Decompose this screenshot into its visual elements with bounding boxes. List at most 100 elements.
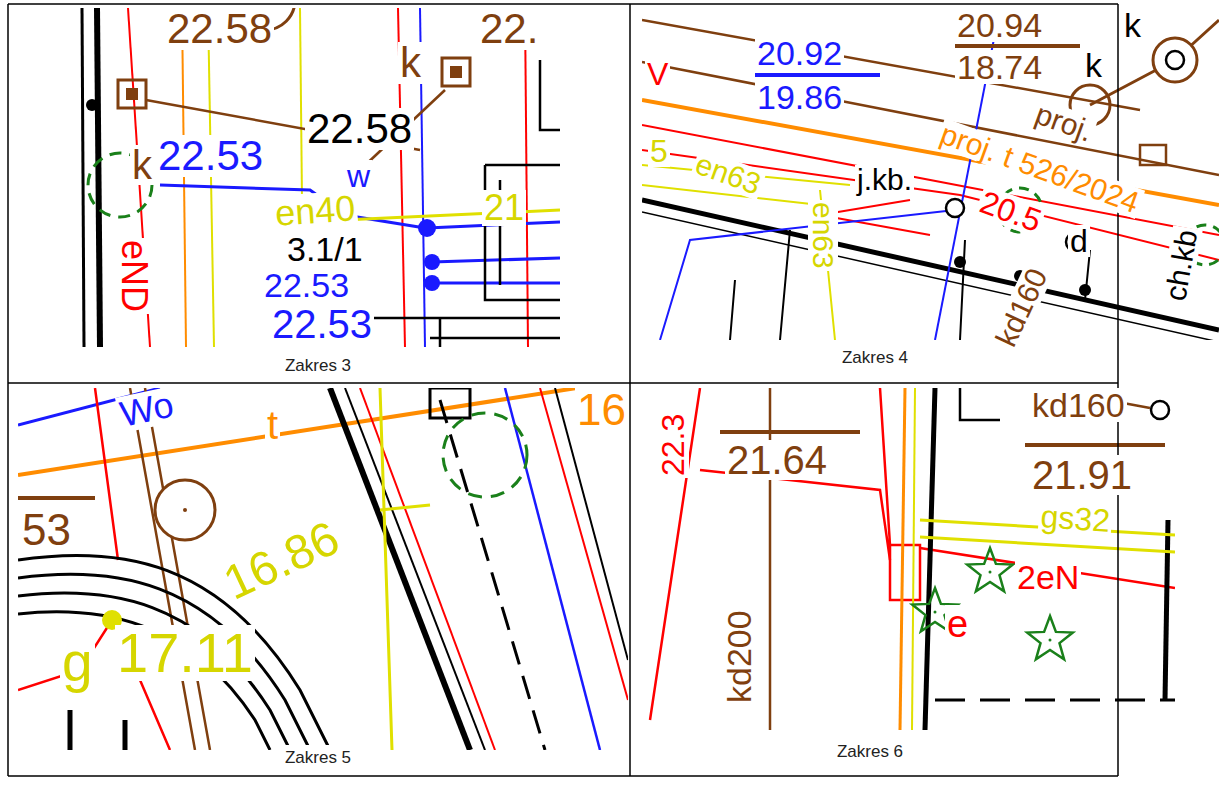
caption-text: Zakres 3 bbox=[285, 357, 351, 376]
map-annotation: 22.3 bbox=[657, 412, 689, 478]
map-annotation: k bbox=[130, 145, 154, 185]
well-symbol bbox=[946, 199, 964, 217]
map-annotation: 22.53 bbox=[270, 304, 374, 344]
caption-text: Zakres 5 bbox=[285, 749, 351, 768]
water-connection bbox=[427, 222, 560, 283]
map-annotation: 5 bbox=[648, 135, 670, 167]
map-annotation: 20.92 bbox=[755, 36, 844, 70]
road-edge bbox=[345, 388, 485, 750]
road-edge bbox=[440, 400, 545, 750]
gully-symbol bbox=[118, 80, 146, 108]
map-annotation: d bbox=[1068, 225, 1090, 257]
point-symbol bbox=[954, 256, 966, 268]
building-outline bbox=[430, 388, 470, 418]
map-annotation: 16 bbox=[575, 388, 628, 432]
shrub-symbol bbox=[1027, 616, 1073, 659]
power-line bbox=[360, 388, 495, 750]
gully-symbol bbox=[126, 88, 138, 100]
manhole-symbol bbox=[155, 480, 215, 540]
caption-text: Zakres 4 bbox=[842, 349, 908, 368]
valve-symbol bbox=[418, 219, 436, 237]
map-annotation: e bbox=[945, 605, 970, 643]
map-annotation: 21.91 bbox=[1030, 455, 1134, 495]
building-outline bbox=[960, 388, 1000, 420]
map-annotation: 18.74 bbox=[955, 50, 1044, 84]
map-annotation: eND bbox=[116, 238, 152, 314]
height-underline bbox=[955, 44, 1080, 48]
map-annotation: t bbox=[265, 405, 280, 445]
map-annotation: ch.kb bbox=[1160, 225, 1203, 305]
map-annotation: en63 bbox=[808, 200, 838, 271]
map-annotation: kd160 bbox=[1030, 388, 1127, 422]
water-line bbox=[505, 388, 600, 750]
road-edge bbox=[555, 388, 628, 660]
fence-line bbox=[935, 699, 1175, 702]
cabinet-symbol bbox=[890, 545, 920, 600]
map-annotation: kd200 bbox=[722, 608, 756, 705]
road-edge bbox=[82, 8, 84, 347]
map-annotation: 22. bbox=[478, 8, 540, 50]
table-border bbox=[7, 4, 9, 776]
map-annotation: Wo bbox=[115, 386, 179, 433]
tree-symbol bbox=[443, 413, 527, 497]
sewer-line bbox=[642, 20, 1140, 110]
map-annotation: proj. bbox=[1030, 98, 1099, 148]
map-annotation: 21 bbox=[482, 190, 526, 226]
point-symbol bbox=[1079, 284, 1091, 296]
map-panel bbox=[18, 388, 628, 750]
sewer-line bbox=[130, 388, 210, 750]
table-border bbox=[629, 4, 631, 776]
map-annotation: 53 bbox=[20, 508, 73, 552]
map-annotation: gs32 bbox=[1038, 500, 1113, 537]
map-annotation: 21.64 bbox=[725, 440, 829, 480]
map-panel bbox=[82, 8, 560, 347]
caption-cell: Zakres 3 bbox=[278, 353, 358, 380]
table-border bbox=[8, 3, 1118, 5]
map-panel bbox=[642, 8, 1219, 340]
map-annotation: V bbox=[645, 58, 670, 90]
height-underline bbox=[18, 496, 95, 500]
power-line bbox=[525, 8, 528, 347]
road-edge bbox=[97, 8, 100, 347]
gas-line bbox=[380, 388, 430, 750]
telecom-line bbox=[182, 8, 186, 347]
map-annotation: kd160 bbox=[990, 262, 1053, 352]
gas-line bbox=[912, 388, 915, 730]
gas-line bbox=[300, 8, 302, 200]
map-annotation: w bbox=[345, 160, 372, 192]
caption-text: Zakres 6 bbox=[837, 743, 903, 762]
manhole-symbol bbox=[1166, 51, 1184, 69]
map-annotation: k bbox=[398, 42, 423, 84]
road-edge bbox=[642, 212, 1219, 340]
sewer-line bbox=[1090, 20, 1219, 105]
map-annotation: 22.58 bbox=[305, 108, 414, 150]
power-line bbox=[18, 388, 170, 750]
map-annotation: en40 bbox=[272, 190, 358, 232]
well-symbol bbox=[1151, 401, 1169, 419]
telecom-line bbox=[900, 388, 905, 730]
map-annotation: 3.1/1 bbox=[285, 232, 365, 266]
gully-symbol bbox=[442, 58, 470, 86]
road-edge bbox=[330, 388, 470, 750]
table-border bbox=[8, 775, 1118, 777]
point-symbol bbox=[86, 99, 98, 111]
map-annotation: 22.53 bbox=[262, 268, 351, 302]
telecom-line bbox=[18, 388, 628, 475]
map-annotation: j.kb. bbox=[855, 165, 914, 195]
map-annotation: g bbox=[60, 635, 95, 690]
map-annotation: proj. t 526/2024 bbox=[935, 118, 1145, 219]
map-annotation: 16.86 bbox=[215, 513, 348, 609]
map-annotation: 20.94 bbox=[955, 8, 1044, 42]
map-annotation: 22.58 bbox=[165, 8, 274, 50]
map-annotation: k bbox=[1083, 48, 1104, 82]
shrub-symbol bbox=[967, 548, 1013, 591]
map-annotation: k bbox=[1122, 8, 1143, 42]
caption-cell: Zakres 6 bbox=[830, 739, 910, 766]
map-annotation: 17.11 bbox=[115, 625, 255, 681]
building-outline bbox=[485, 60, 560, 300]
power-line bbox=[540, 388, 628, 700]
map-annotation: 20.5 bbox=[974, 185, 1047, 238]
manhole-symbol bbox=[1153, 38, 1197, 82]
gully-symbol bbox=[450, 66, 462, 78]
